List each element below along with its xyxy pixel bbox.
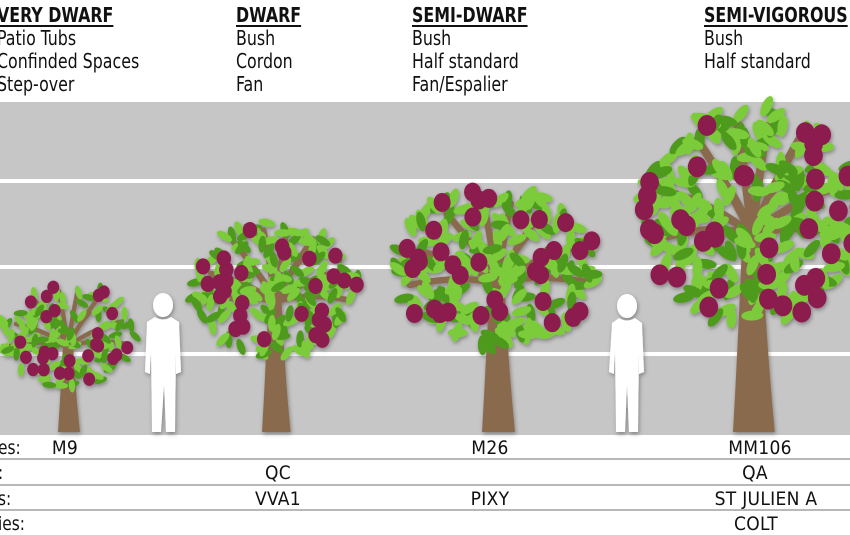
table-cell: QA xyxy=(742,462,768,484)
table-cell: M26 xyxy=(471,437,509,459)
form-line: Confinded Spaces xyxy=(0,49,140,73)
form-line: Patio Tubs xyxy=(0,26,77,50)
table-cell: QC xyxy=(265,462,291,484)
table-cell: VVA1 xyxy=(255,488,301,510)
table-row-divider xyxy=(0,484,850,486)
band-divider xyxy=(0,179,850,183)
table-cell: M9 xyxy=(51,437,79,459)
table-row-label: : xyxy=(0,462,3,484)
column-title: VERY DWARF xyxy=(0,3,114,27)
person-silhouette-icon xyxy=(609,294,644,432)
column-header-dwarf: DWARF Bush Cordon Fan xyxy=(236,4,301,96)
form-line: Bush xyxy=(412,26,452,50)
band-divider xyxy=(0,352,850,356)
fruit-tree-icon xyxy=(633,96,850,432)
table-row-label: s: xyxy=(0,488,12,510)
table-cell: MM106 xyxy=(728,437,792,459)
column-title: DWARF xyxy=(236,3,302,27)
form-line: Step-over xyxy=(0,72,75,96)
form-line: Fan xyxy=(236,72,264,96)
table-cell: PIXY xyxy=(470,488,510,510)
column-title: SEMI-VIGOROUS xyxy=(704,3,848,27)
form-line: Half standard xyxy=(704,49,811,73)
column-title: SEMI-DWARF xyxy=(412,3,528,27)
table-cell: ST JULIEN A xyxy=(714,488,818,510)
table-row-divider xyxy=(0,509,850,511)
table-row-label: ies: xyxy=(0,513,25,535)
column-header-semi-dwarf: SEMI-DWARF Bush Half standard Fan/Espali… xyxy=(412,4,528,96)
person-silhouette-icon xyxy=(145,293,181,432)
fruit-tree-icon xyxy=(185,218,364,432)
table-cell: COLT xyxy=(734,513,778,535)
form-line: Cordon xyxy=(236,49,293,73)
table-row-divider xyxy=(0,458,850,460)
table-row-label: es: xyxy=(0,437,21,459)
form-line: Half standard xyxy=(412,49,519,73)
column-header-semi-vigorous: SEMI-VIGOROUS Bush Half standard xyxy=(704,4,848,73)
fruit-tree-icon xyxy=(0,280,141,432)
fruit-tree-icon xyxy=(389,182,603,432)
form-line: Bush xyxy=(704,26,744,50)
form-line: Bush xyxy=(236,26,276,50)
form-line: Fan/Espalier xyxy=(412,72,508,96)
column-header-very-dwarf: VERY DWARF Patio Tubs Confinded Spaces S… xyxy=(0,4,139,96)
